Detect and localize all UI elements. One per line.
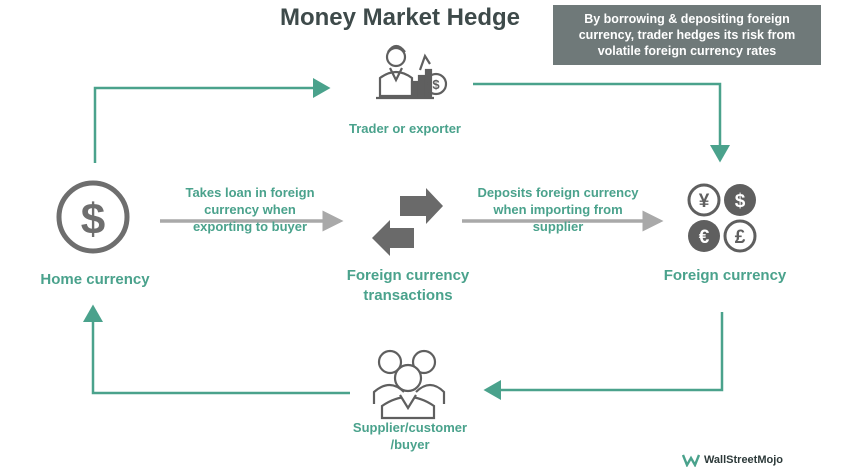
edge-foreign-to-supplier (483, 312, 724, 400)
exchange-arrows-icon (372, 188, 443, 256)
edge-label-deposit-line2: when importing from (493, 202, 623, 217)
svg-text:$: $ (81, 195, 105, 244)
svg-text:$: $ (735, 191, 746, 212)
svg-text:$: $ (432, 77, 440, 92)
edge-label-deposit: Deposits foreign currency when importing… (458, 184, 658, 235)
callout-text: By borrowing & depositing foreign curren… (578, 12, 796, 58)
currency-symbols-icon: ¥ $ € £ (687, 183, 757, 253)
node-label-supplier-line1: Supplier/customer (352, 420, 468, 435)
wallstreetmojo-logo-icon (681, 454, 700, 467)
edge-label-loan: Takes loan in foreign currency when expo… (160, 184, 340, 235)
edge-label-loan-line2: currency when (204, 202, 296, 217)
callout-box: By borrowing & depositing foreign curren… (553, 5, 821, 65)
edge-label-loan-line1: Takes loan in foreign (185, 185, 315, 200)
edge-home-to-trader (93, 78, 331, 163)
edge-supplier-to-home (83, 304, 350, 395)
node-label-transactions: Foreign currency transactions (322, 266, 494, 306)
node-label-supplier: Supplier/customer /buyer (330, 419, 490, 453)
edge-label-loan-line3: exporting to buyer (192, 219, 308, 234)
node-label-trader: Trader or exporter (349, 121, 461, 136)
node-label-transactions-line1: Foreign currency (346, 267, 470, 284)
node-label-transactions-line2: transactions (363, 287, 453, 304)
page-title: Money Market Hedge (279, 4, 521, 31)
svg-text:¥: ¥ (699, 191, 710, 212)
people-group-icon (372, 349, 446, 420)
edge-trader-to-foreign (473, 82, 730, 163)
node-label-foreign: Foreign currency (663, 267, 787, 284)
brand-watermark: WallStreetMojo (681, 453, 783, 467)
edge-label-deposit-line3: supplier (532, 219, 584, 234)
dollar-icon: $ (56, 180, 130, 254)
svg-text:€: € (699, 227, 710, 248)
svg-text:£: £ (735, 227, 746, 248)
brand-name: WallStreetMojo (703, 454, 783, 466)
edge-label-deposit-line1: Deposits foreign currency (477, 185, 639, 200)
node-label-home: Home currency (40, 271, 150, 288)
node-label-supplier-line2: /buyer (390, 437, 430, 452)
trader-icon: $ (376, 44, 448, 100)
